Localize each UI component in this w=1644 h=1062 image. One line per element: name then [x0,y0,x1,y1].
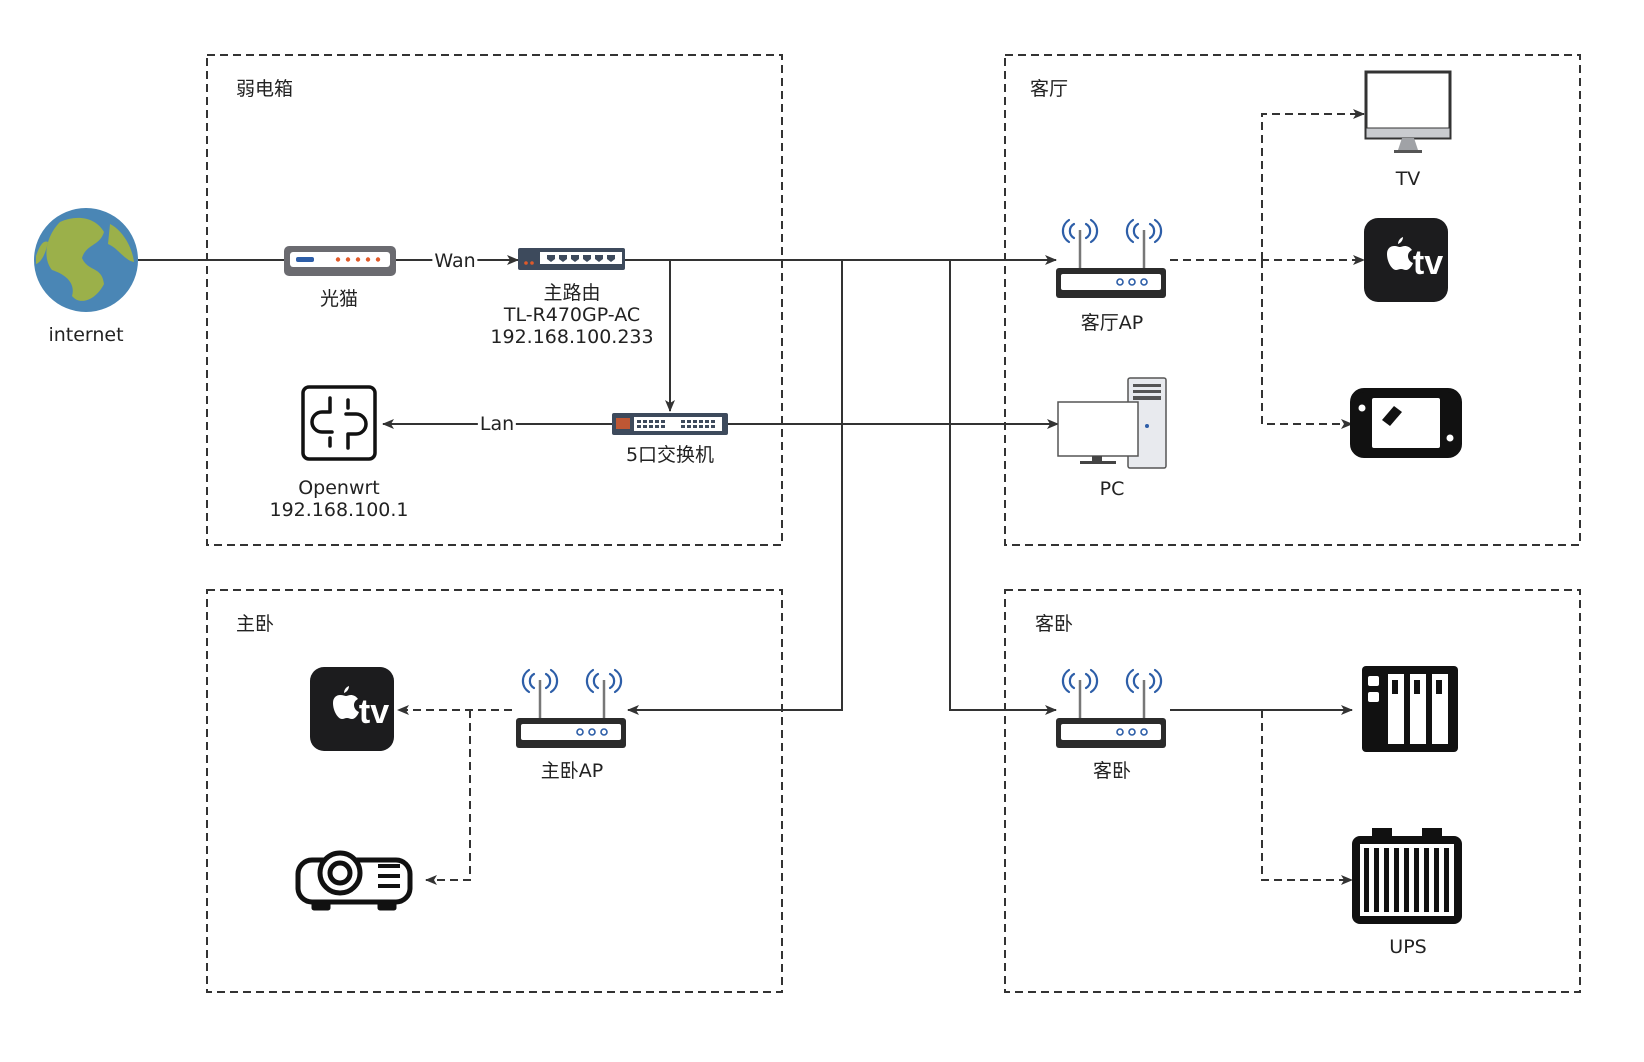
node-label-ups: UPS [1389,936,1427,958]
group-title-master-bedroom: 主卧 [236,613,275,635]
edge-router-guest-ap [949,260,1057,715]
router-model: TL-R470GP-AC [503,304,641,326]
node-label-router: 主路由 TL-R470GP-AC 192.168.100.233 [490,282,653,348]
group-title-living-room: 客厅 [1030,78,1069,100]
network-port-icon [301,385,377,461]
edge-living-ap-tv [1261,109,1365,260]
modem-icon [284,246,396,276]
node-label-openwrt: Openwrt 192.168.100.1 [269,477,408,521]
nas-icon [1362,666,1458,752]
router-name: 主路由 [543,282,601,304]
monitor-icon [1364,70,1452,153]
apple-tv-label: tv [1413,244,1443,282]
game-console-icon [1350,388,1462,458]
edge-guest-ap-ups [1261,710,1353,885]
guest-ap-icon [1054,668,1168,750]
group-box-living-room [1004,54,1581,546]
node-label-living-ap: 客厅AP [1080,312,1144,334]
group-title-distribution-box: 弱电箱 [236,78,294,100]
node-label-pc: PC [1099,478,1125,500]
edge-master-ap-projector [425,710,471,885]
edge-living-ap-console [1261,260,1353,429]
node-label-modem: 光猫 [319,288,359,310]
master-ap-icon [514,668,628,750]
edge-label-wan: Wan [432,250,478,272]
living-ap-icon [1054,218,1168,300]
group-box-guest-bedroom [1004,589,1581,993]
group-title-guest-bedroom: 客卧 [1035,613,1074,635]
ups-battery-icon [1352,828,1462,924]
router-icon [518,248,625,270]
node-label-tv: TV [1395,168,1421,190]
switch-icon [612,413,728,435]
apple-tv-icon: tv [310,667,394,751]
apple-tv-icon: tv [1364,218,1448,302]
group-box-distribution [206,54,783,546]
apple-tv-label: tv [359,693,389,731]
openwrt-name: Openwrt [298,477,380,499]
router-ip: 192.168.100.233 [490,326,654,348]
projector-icon [295,850,413,911]
group-box-master-bedroom [206,589,783,993]
node-label-switch: 5口交换机 [625,444,715,466]
openwrt-ip: 192.168.100.1 [269,499,409,521]
globe-icon [34,208,138,312]
edge-router-master-ap [627,260,843,715]
edge-label-lan: Lan [477,413,517,435]
node-label-master-ap: 主卧AP [540,760,604,782]
node-label-guest-ap: 客卧 [1092,760,1132,782]
desktop-pc-icon [1057,377,1167,469]
node-label-internet: internet [48,324,124,346]
